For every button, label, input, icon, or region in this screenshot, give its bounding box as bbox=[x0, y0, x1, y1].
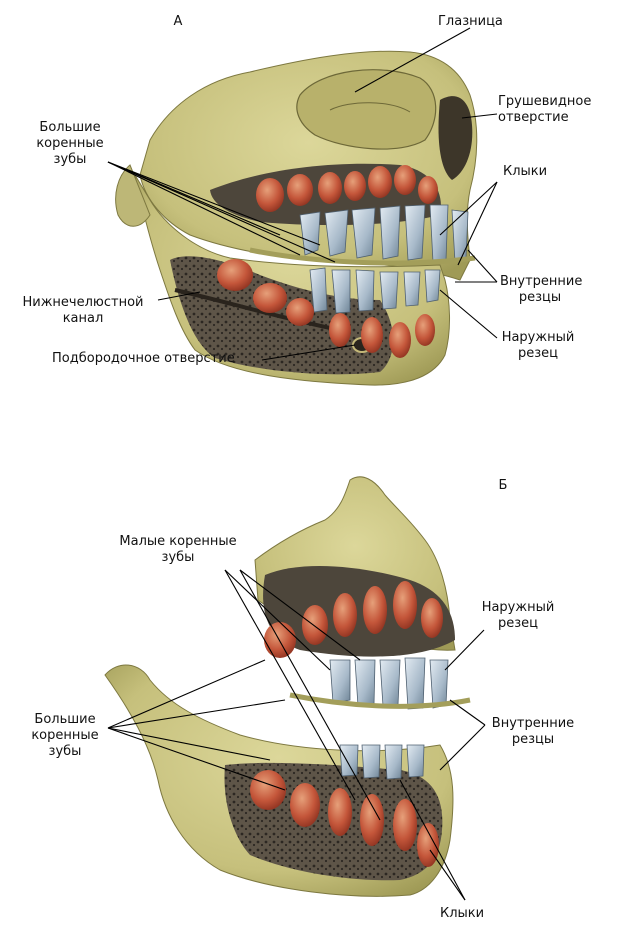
panel-a-letter: А bbox=[173, 14, 183, 29]
label-molars-a-line-1: Большие bbox=[39, 120, 101, 135]
lower-tooth-germs-a bbox=[217, 259, 435, 358]
label-molars-a-line-3: зубы bbox=[53, 152, 87, 167]
label-mandibular-canal-line-1: Нижнечелюстной bbox=[22, 295, 144, 310]
lower-teeth-b bbox=[339, 744, 425, 780]
label-central-incisors-b-line-2: резцы bbox=[511, 732, 555, 747]
label-premolars-b-line-2: зубы bbox=[161, 550, 195, 565]
label-central-incisors-a: Внутренние резцы bbox=[500, 274, 582, 306]
label-molars-a: Большие коренные зубы bbox=[22, 120, 118, 168]
label-molars-b-line-3: зубы bbox=[48, 744, 82, 759]
label-canines-a: Клыки bbox=[503, 164, 548, 179]
label-central-incisors-a-line-1: Внутренние bbox=[500, 274, 583, 289]
label-mandibular-canal: Нижнечелюстной канал bbox=[8, 295, 158, 327]
label-lateral-incisor-b: Наружный резец bbox=[478, 600, 558, 632]
label-mental-foramen: Подбородочное отверстие bbox=[52, 351, 235, 366]
label-central-incisors-b: Внутренние резцы bbox=[485, 716, 581, 748]
upper-tooth-germs-b bbox=[264, 581, 443, 658]
label-canines-b: Клыки bbox=[440, 906, 485, 921]
orbit-a bbox=[296, 69, 437, 150]
leader-lines-a bbox=[107, 27, 498, 361]
label-piriform-line-1: Грушевидное bbox=[498, 94, 592, 109]
label-lateral-incisor-b-line-2: резец bbox=[497, 616, 538, 631]
label-lateral-incisor-a: Наружный резец bbox=[498, 330, 578, 362]
label-central-incisors-b-line-1: Внутренние bbox=[491, 716, 575, 731]
lower-tooth-germs-b bbox=[250, 770, 439, 867]
label-molars-b-line-2: коренные bbox=[31, 728, 99, 743]
label-premolars-b: Малые коренные зубы bbox=[108, 534, 248, 566]
label-central-incisors-a-line-2: резцы bbox=[518, 290, 562, 305]
label-lateral-incisor-b-line-1: Наружный bbox=[481, 600, 555, 615]
upper-tooth-germs-a bbox=[256, 165, 438, 212]
label-mandibular-canal-line-2: канал bbox=[62, 311, 104, 326]
label-lateral-incisor-a-line-2: резец bbox=[517, 346, 558, 361]
label-orbit: Глазница bbox=[438, 14, 503, 29]
label-lateral-incisor-a-line-1: Наружный bbox=[501, 330, 575, 345]
skull-b bbox=[104, 476, 471, 897]
label-molars-b-line-1: Большие bbox=[34, 712, 96, 727]
label-molars-a-line-2: коренные bbox=[36, 136, 104, 151]
lower-teeth-a bbox=[309, 267, 441, 314]
panel-b-letter: Б bbox=[498, 478, 508, 493]
label-molars-b: Большие коренные зубы bbox=[22, 712, 108, 760]
label-premolars-b-line-1: Малые коренные bbox=[119, 534, 237, 549]
skull-a bbox=[115, 50, 478, 386]
label-piriform-aperture: Грушевидное отверстие bbox=[498, 94, 591, 126]
label-piriform-line-2: отверстие bbox=[498, 110, 569, 125]
upper-teeth-a bbox=[299, 204, 469, 263]
piriform-aperture-a bbox=[438, 96, 473, 180]
leader-lines-b bbox=[107, 569, 486, 901]
upper-teeth-b bbox=[329, 657, 449, 710]
